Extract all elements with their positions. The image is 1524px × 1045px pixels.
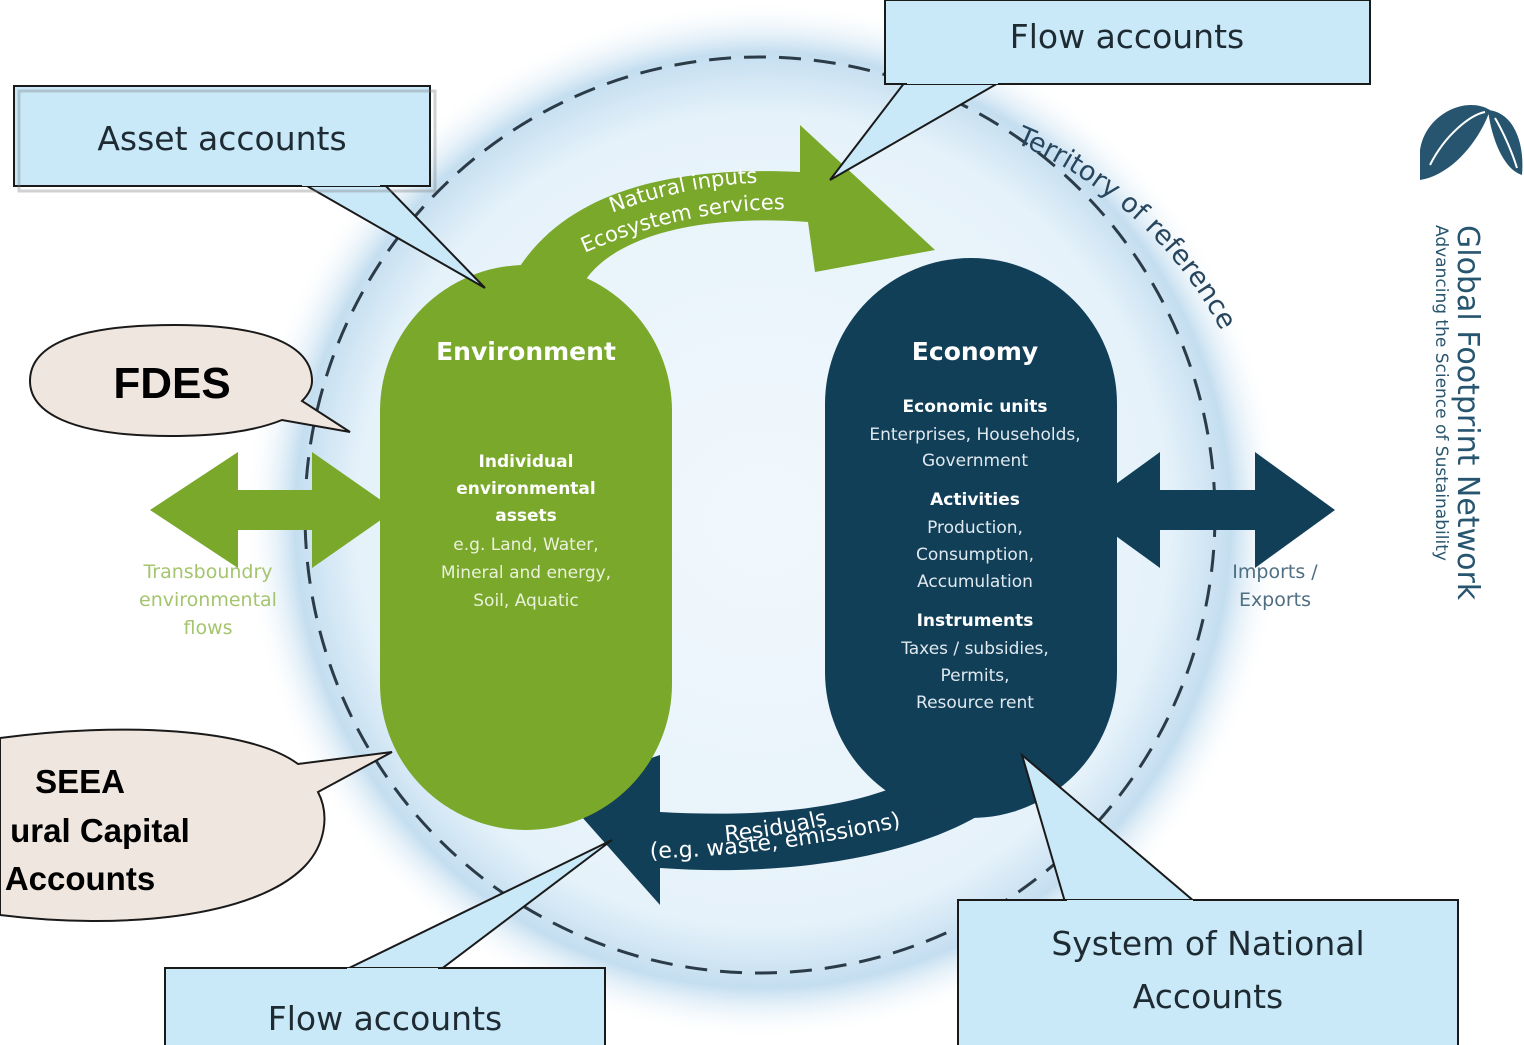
imports-exports-arrow bbox=[1080, 452, 1335, 568]
economy-instruments-2: Permits, bbox=[940, 666, 1009, 686]
gfn-leaf-icon bbox=[1420, 104, 1523, 180]
natural-inputs-arrow bbox=[500, 125, 935, 305]
fdes-bubble bbox=[28, 323, 351, 438]
fdes-label: FDES bbox=[113, 359, 230, 408]
environment-sub-3: assets bbox=[495, 506, 556, 526]
seea-label-1: SEEA bbox=[35, 763, 125, 800]
economy-units-head: Economic units bbox=[903, 397, 1048, 417]
environment-line-2: Mineral and energy, bbox=[441, 563, 611, 583]
environment-line-1: e.g. Land, Water, bbox=[453, 535, 598, 555]
environment-sub-1: Individual bbox=[479, 452, 574, 472]
transboundry-label-1: Transboundry bbox=[142, 561, 272, 583]
flow-accounts-bottom-label: Flow accounts bbox=[268, 999, 502, 1038]
seea-label-2: ural Capital bbox=[10, 812, 190, 849]
economy-instruments-3: Resource rent bbox=[916, 693, 1034, 713]
seea-label-3: Accounts bbox=[5, 860, 155, 897]
economy-instruments-1: Taxes / subsidies, bbox=[900, 639, 1049, 659]
environment-pill bbox=[380, 265, 672, 830]
sna-label-2: Accounts bbox=[1133, 977, 1283, 1016]
environment-title: Environment bbox=[436, 337, 616, 366]
flow-accounts-top-label: Flow accounts bbox=[1010, 17, 1244, 56]
transboundry-label-3: flows bbox=[183, 617, 232, 639]
asset-accounts-callout bbox=[13, 85, 431, 187]
asset-accounts-label: Asset accounts bbox=[97, 119, 346, 158]
economy-activities-2: Consumption, bbox=[916, 545, 1034, 565]
economy-activities-head: Activities bbox=[930, 490, 1020, 510]
seea-bubble bbox=[0, 728, 393, 922]
economy-activities-1: Production, bbox=[927, 518, 1023, 538]
environment-line-3: Soil, Aquatic bbox=[473, 591, 579, 611]
sna-label-1: System of National bbox=[1051, 924, 1364, 963]
gfn-logo: Global Footprint Network Advancing the S… bbox=[1420, 104, 1523, 601]
transboundry-label-2: environmental bbox=[139, 589, 277, 611]
flow-accounts-bottom-callout bbox=[164, 967, 606, 1045]
residuals-arrow bbox=[558, 735, 1030, 905]
economy-units-1: Enterprises, Households, bbox=[869, 425, 1080, 445]
gfn-tagline: Advancing the Science of Sustainability bbox=[1431, 225, 1451, 561]
economy-pill bbox=[825, 258, 1117, 818]
economy-activities-3: Accumulation bbox=[917, 572, 1033, 592]
gfn-name: Global Footprint Network bbox=[1450, 225, 1485, 601]
economy-units-2: Government bbox=[922, 451, 1028, 471]
sna-callout bbox=[957, 899, 1459, 1045]
imports-label-1: Imports / bbox=[1232, 561, 1318, 583]
transboundary-arrow bbox=[150, 452, 395, 568]
flow-accounts-top-callout bbox=[884, 0, 1371, 85]
economy-title: Economy bbox=[912, 337, 1038, 366]
environment-sub-2: environmental bbox=[456, 479, 595, 499]
economy-instruments-head: Instruments bbox=[917, 611, 1034, 631]
imports-label-2: Exports bbox=[1239, 589, 1311, 611]
